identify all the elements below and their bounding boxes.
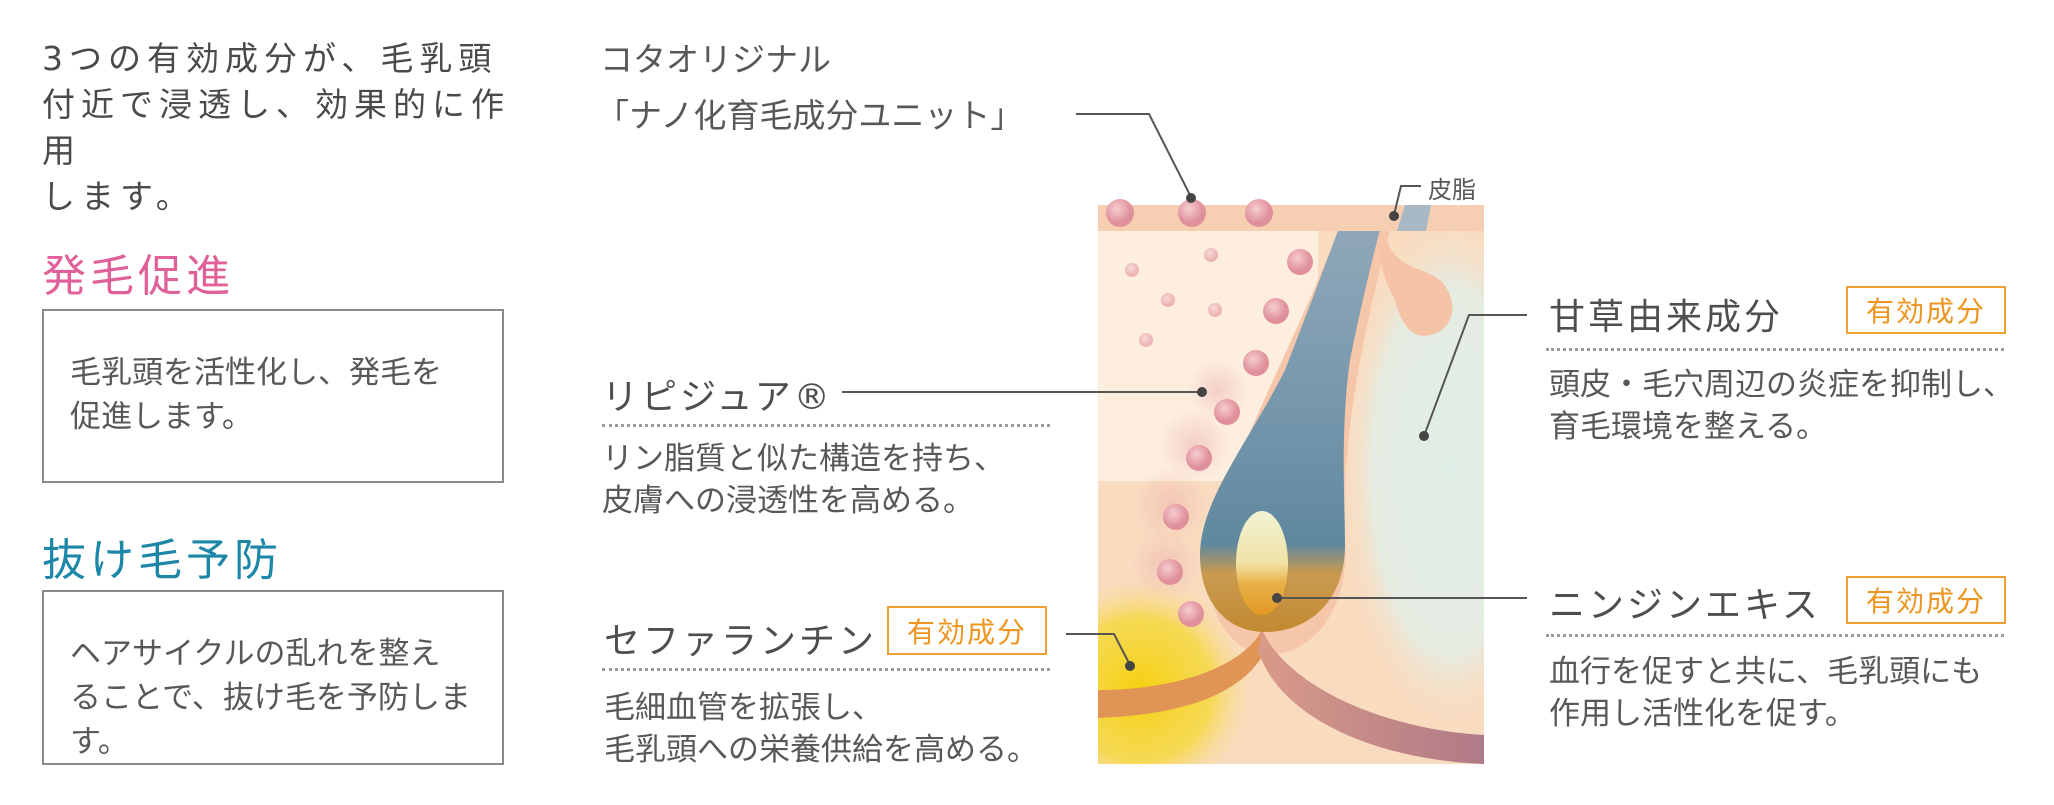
box-line: 促進します。	[70, 399, 253, 435]
sebum-label: 皮脂	[1428, 176, 1476, 204]
box-line: ることで、抜け毛を予防します。	[70, 680, 471, 760]
desc-line: 頭皮・毛穴周辺の炎症を抑制し、	[1549, 367, 2014, 403]
desc-line: 作用し活性化を促す。	[1549, 696, 1856, 732]
divider	[1546, 348, 2004, 351]
category-box-hair-loss-prevention: ヘアサイクルの乱れを整え ることで、抜け毛を予防します。	[42, 590, 504, 765]
ingredient-name-lipidure: リピジュア®	[602, 377, 833, 418]
ingredient-desc-ginseng: 血行を促すと共に、毛乳頭にも 作用し活性化を促す。	[1549, 651, 1982, 735]
desc-line: 育毛環境を整える。	[1549, 409, 1828, 445]
ingredient-desc-licorice: 頭皮・毛穴周辺の炎症を抑制し、 育毛環境を整える。	[1549, 364, 2014, 448]
divider	[1546, 634, 2004, 637]
ingredient-name-ginseng: ニンジンエキス	[1549, 585, 1821, 626]
ingredient-desc-lipidure: リン脂質と似た構造を持ち、 皮膚への浸透性を高める。	[602, 438, 1005, 522]
desc-line: 血行を促すと共に、毛乳頭にも	[1549, 654, 1983, 690]
desc-line: リン脂質と似た構造を持ち、	[602, 441, 1005, 477]
nano-unit-particles	[1106, 199, 1313, 627]
intro-line: 3つの有効成分が、毛乳頭	[42, 39, 498, 78]
active-ingredient-badge: 有効成分	[887, 606, 1047, 655]
intro-line: します。	[42, 177, 195, 216]
ingredient-desc-cepharanthine: 毛細血管を拡張し、 毛乳頭への栄養供給を高める。	[604, 687, 1038, 771]
intro-text: 3つの有効成分が、毛乳頭 付近で浸透し、効果的に作用 します。	[42, 36, 512, 220]
desc-line: 毛細血管を拡張し、	[604, 690, 883, 726]
category-title-hair-growth: 発毛促進	[42, 251, 234, 302]
ingredient-name-cepharanthine: セファランチン	[604, 621, 878, 662]
box-line: ヘアサイクルの乱れを整え	[70, 636, 441, 672]
unit-label-line2: 「ナノ化育毛成分ユニット」	[596, 96, 1024, 135]
box-line: 毛乳頭を活性化し、発毛を	[70, 355, 442, 391]
leader-lines	[842, 113, 1527, 666]
desc-line: 毛乳頭への栄養供給を高める。	[604, 732, 1038, 768]
divider	[602, 668, 1050, 671]
unit-label-line1: コタオリジナル	[600, 40, 831, 79]
active-ingredient-badge: 有効成分	[1846, 576, 2006, 624]
intro-line: 付近で浸透し、効果的に作用	[42, 85, 510, 170]
desc-line: 皮膚への浸透性を高める。	[602, 483, 974, 519]
category-title-hair-loss-prevention: 抜け毛予防	[42, 535, 282, 586]
category-box-hair-growth: 毛乳頭を活性化し、発毛を 促進します。	[42, 309, 504, 483]
active-ingredient-badge: 有効成分	[1846, 286, 2006, 334]
ingredient-name-licorice: 甘草由来成分	[1549, 297, 1784, 338]
divider	[602, 424, 1050, 427]
